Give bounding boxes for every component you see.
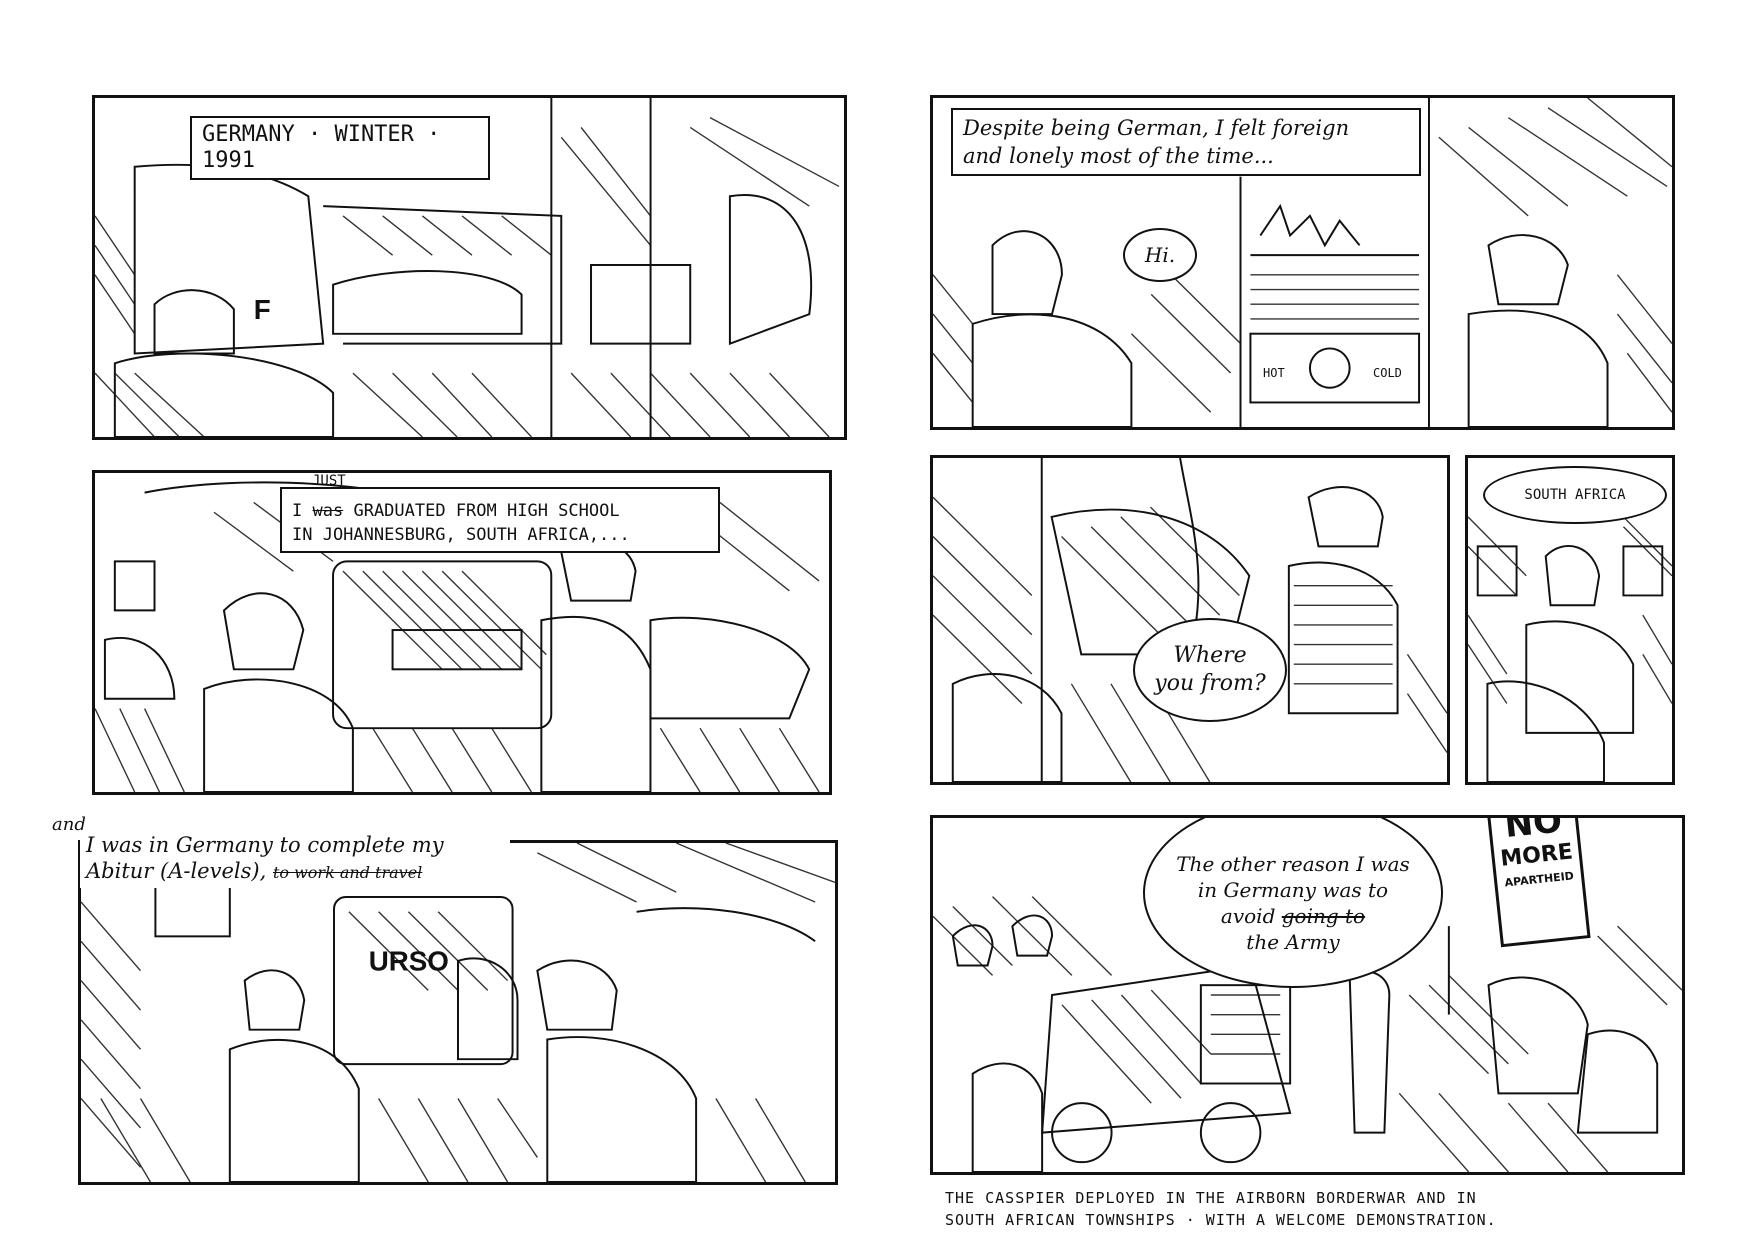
panel-7-speech-bubble: The other reason I was in Germany was to… — [1143, 818, 1443, 988]
bubble-line-3-prefix: avoid — [1220, 904, 1276, 928]
caption-line-1: GRADUATED FROM HIGH SCHOOL — [353, 501, 620, 521]
tram-sign-letter: F — [254, 294, 271, 325]
caption-line-2: IN JOHANNESBURG, SOUTH AFRICA,... — [292, 525, 630, 545]
comic-panel-5: Where you from? — [930, 455, 1450, 785]
protest-sign: NO MORE APARTHEID — [1485, 818, 1591, 948]
comic-panel-1: F GERMANY · WINTER · 1991 — [92, 95, 847, 440]
caption-line-2-struck: to work and travel — [272, 863, 423, 882]
panel-5-art — [933, 458, 1447, 782]
tram-destination-sign: URSO — [369, 946, 449, 977]
panel-3-caption: I was in Germany to complete my Abitur (… — [80, 830, 510, 888]
bubble-line-1: Where — [1173, 643, 1247, 668]
tap-label-cold: COLD — [1373, 366, 1402, 380]
bubble-line-4: the Army — [1246, 930, 1340, 954]
panel-6-art — [1468, 506, 1672, 782]
panel-5-speech-bubble: Where you from? — [1133, 618, 1287, 722]
panel-4-caption: Despite being German, I felt foreign and… — [951, 108, 1421, 176]
comic-panel-6: SOUTH AFRICA — [1465, 455, 1675, 785]
panel-2-caption: JUST I was GRADUATED FROM HIGH SCHOOL IN… — [280, 473, 720, 553]
panel-1-caption: GERMANY · WINTER · 1991 — [190, 116, 490, 180]
caption-prefix: I — [292, 501, 303, 521]
comic-panel-7: The other reason I was in Germany was to… — [930, 815, 1685, 1175]
caption-struck-word: was — [312, 501, 344, 521]
panel-3-art: URSO — [81, 843, 835, 1182]
footer-line-1: THE CASSPIER DEPLOYED IN THE AIRBORN BOR… — [945, 1189, 1477, 1207]
comic-panel-3: URSO — [78, 840, 838, 1185]
footer-line-2: SOUTH AFRICAN TOWNSHIPS · WITH A WELCOME… — [945, 1211, 1497, 1229]
caption-line-1: Despite being German, I felt foreign — [963, 116, 1350, 140]
bubble-line-2: in Germany was to — [1197, 878, 1389, 902]
caption-line-2-prefix: Abitur (A-levels), — [86, 859, 267, 883]
bubble-line-1: The other reason I was — [1176, 852, 1410, 876]
page-footer-caption: THE CASSPIER DEPLOYED IN THE AIRBORN BOR… — [945, 1187, 1665, 1231]
caption-insert-word: JUST — [312, 473, 346, 489]
caption-line-2: and lonely most of the time... — [963, 144, 1274, 168]
panel-7-art — [933, 896, 1682, 1172]
comic-panel-4: Despite being German, I felt foreign and… — [930, 95, 1675, 430]
bubble-line-3-struck: going to — [1281, 904, 1366, 928]
panel-6-speech-bubble: SOUTH AFRICA — [1483, 466, 1667, 524]
panel-4-art — [933, 98, 1672, 427]
panel-4-speech-bubble: Hi. — [1123, 228, 1197, 282]
panel-3-insert-word: and — [52, 814, 86, 835]
comic-panel-2: JUST I was GRADUATED FROM HIGH SCHOOL IN… — [92, 470, 832, 795]
caption-line-1: I was in Germany to complete my — [86, 833, 444, 857]
panel-1-art: F — [95, 98, 840, 437]
bubble-line-2: you from? — [1154, 671, 1266, 696]
tap-label-hot: HOT — [1263, 366, 1285, 380]
